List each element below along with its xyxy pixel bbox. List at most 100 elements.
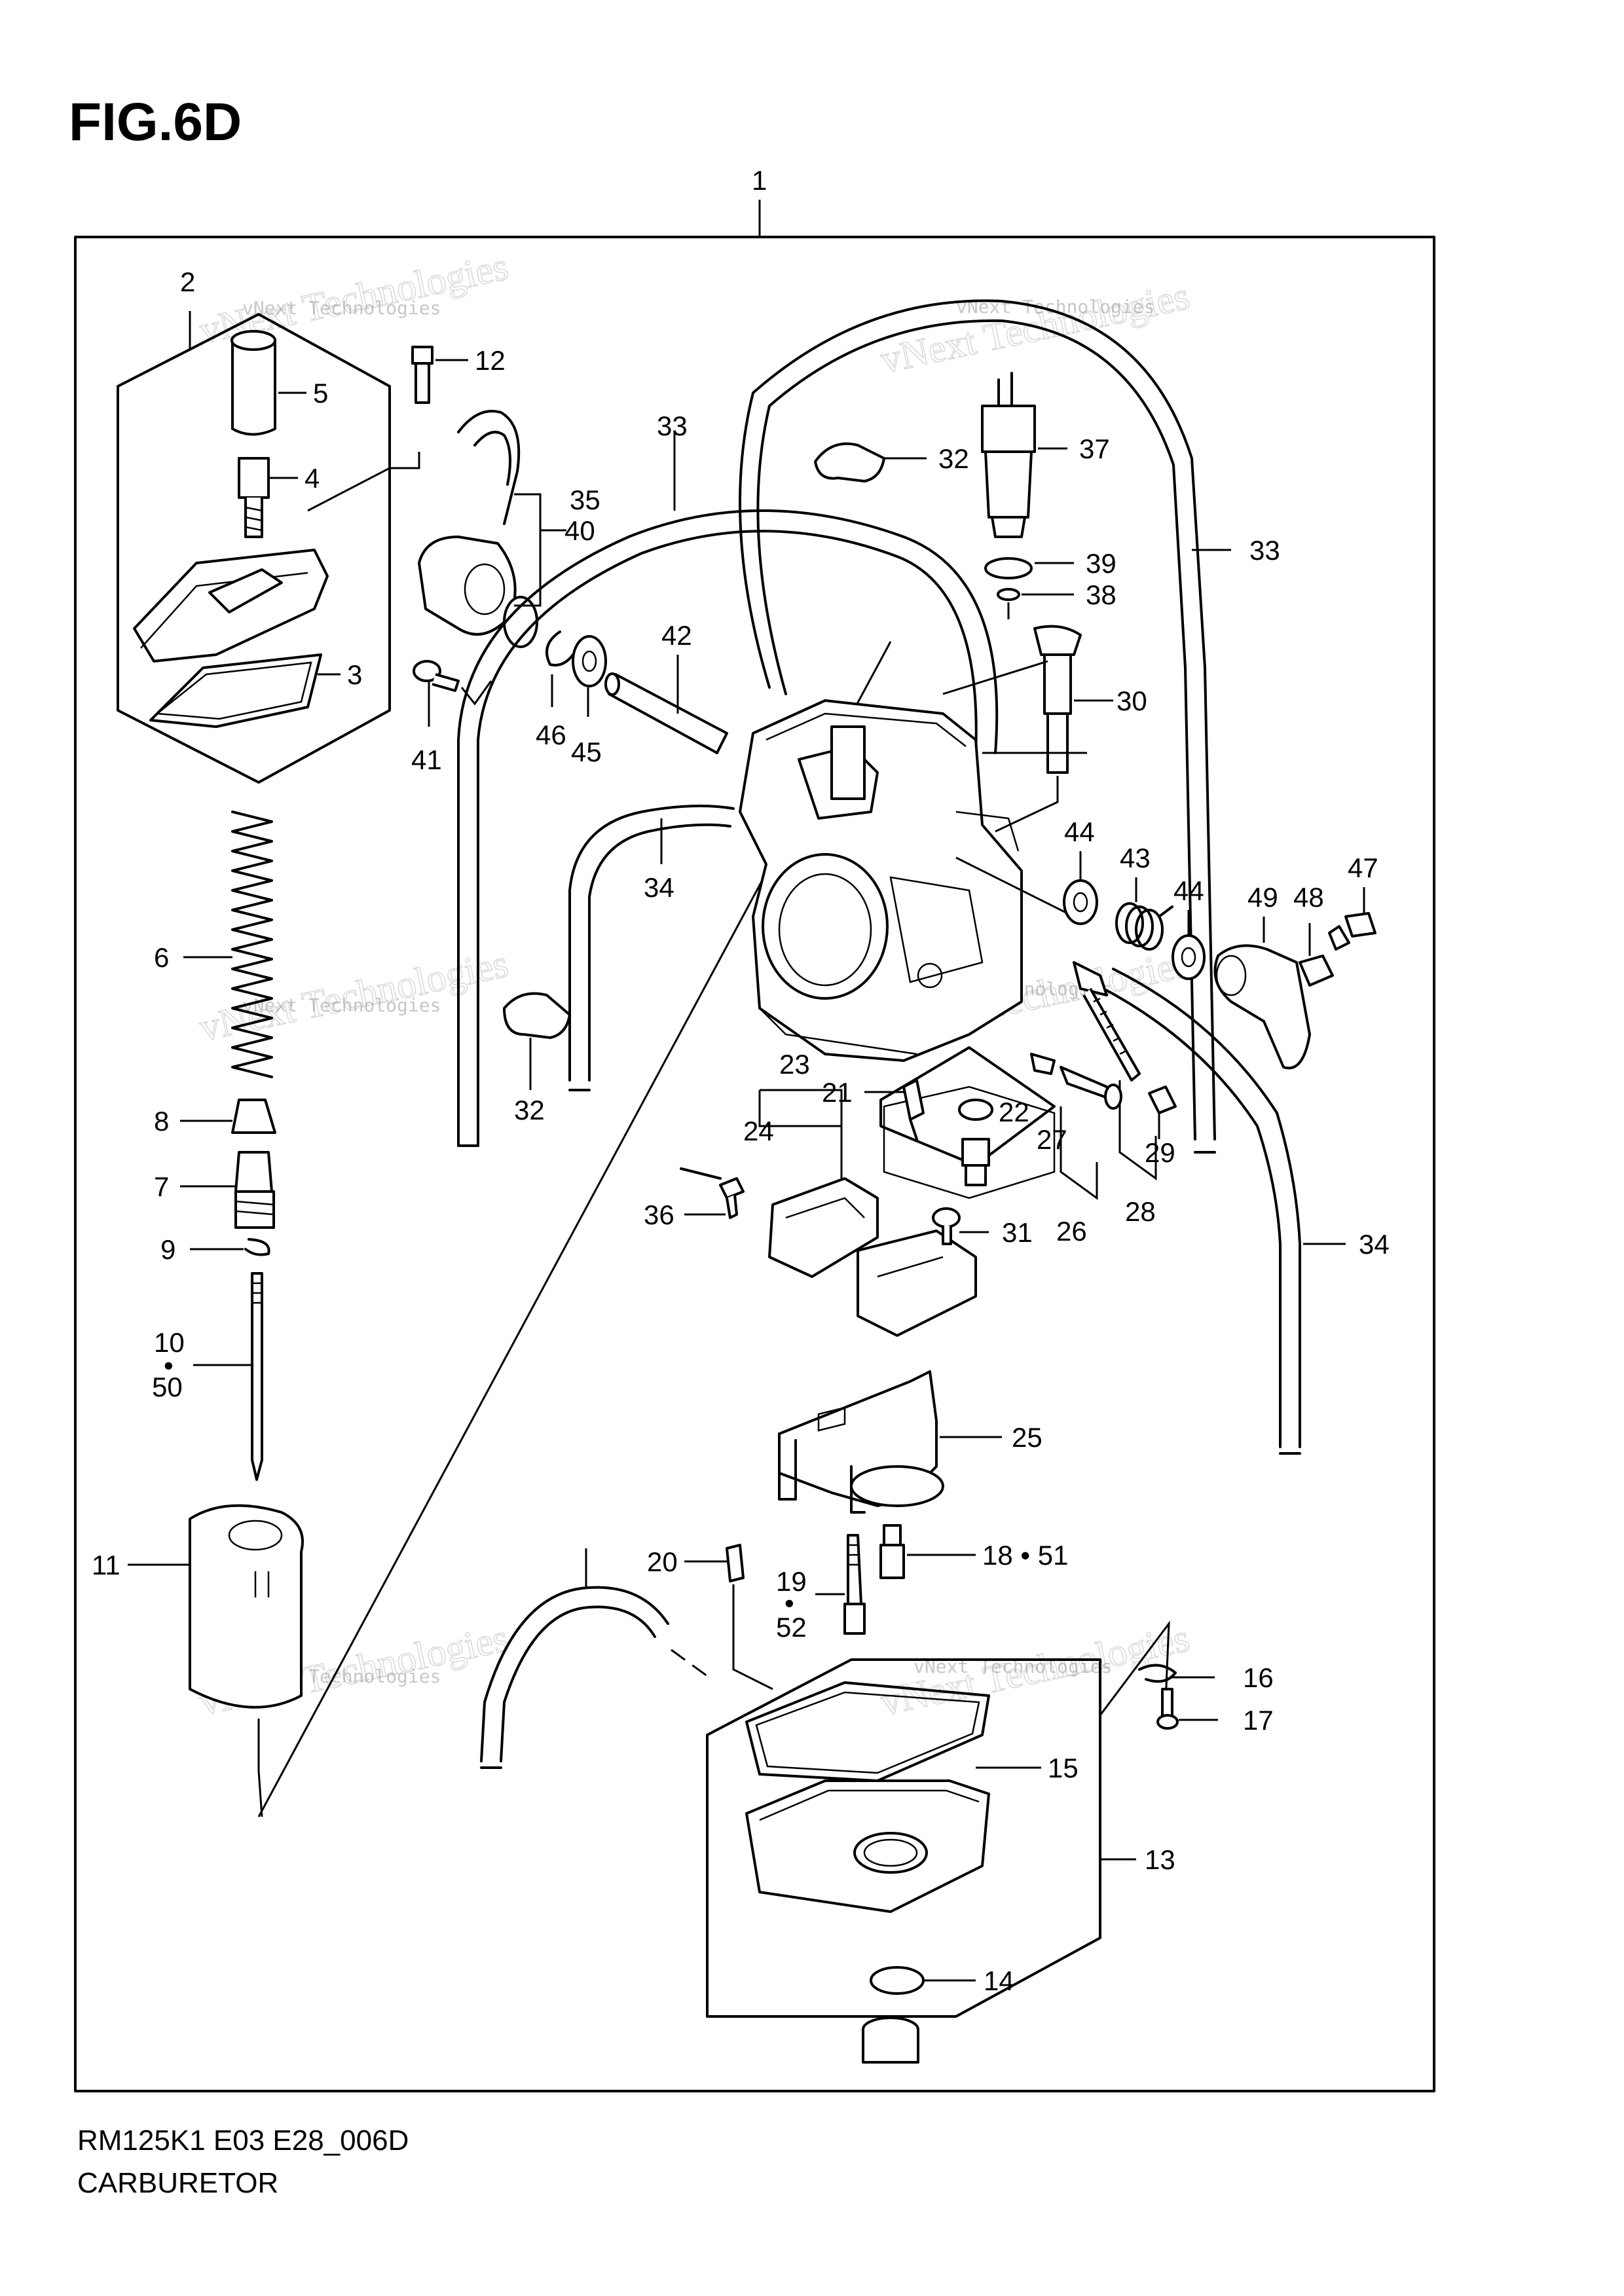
callout-42: 42 — [661, 620, 692, 651]
part-6-throttle-spring — [231, 811, 273, 1078]
callout-28: 28 — [1125, 1196, 1156, 1227]
part-46-circlip — [545, 630, 574, 666]
part-28-air-screw — [1073, 961, 1141, 1082]
leader-line — [955, 856, 1075, 918]
part-19-needle-jet — [843, 1534, 866, 1635]
part-18-main-jet — [879, 1524, 905, 1579]
part-42-throttle-shaft — [604, 672, 728, 754]
callout-17: 17 — [1243, 1705, 1274, 1736]
part-17-screw — [1156, 1688, 1179, 1730]
top-cover-kit-outline — [117, 313, 391, 784]
part-35-drain-hose-inner — [500, 1605, 656, 1762]
part-47-screw — [1328, 912, 1376, 951]
part-33-vent-hose-left-inner — [477, 530, 978, 1147]
callout-33-right: 33 — [1249, 535, 1280, 566]
callout-52: 52 — [776, 1612, 807, 1643]
part-21-valve-seat — [961, 1138, 990, 1186]
callout-48: 48 — [1293, 882, 1324, 913]
part-16-clamp — [1138, 1664, 1177, 1683]
callout-31: 31 — [1002, 1217, 1033, 1248]
part-44-washer-b — [1172, 934, 1206, 980]
part-14-o-ring — [870, 1966, 925, 1995]
callout-16: 16 — [1243, 1662, 1274, 1693]
callout-39: 39 — [1086, 548, 1116, 579]
assembly-frame — [74, 236, 1435, 2092]
leader-line — [732, 1584, 773, 1690]
callout-20: 20 — [647, 1546, 678, 1577]
part-3-top-cover-gasket — [133, 549, 329, 728]
callout-24: 24 — [743, 1116, 774, 1146]
part-32-hose-clamp-lower — [503, 992, 571, 1039]
callout-19-dot: • — [784, 1588, 794, 1618]
watermark-layer: vNext Technologies vNext Technologies vN… — [195, 244, 1193, 1724]
leader-line — [1099, 1620, 1170, 1716]
part-13-float-chamber — [745, 1779, 990, 1913]
part-36-screw — [719, 1177, 745, 1219]
callout-1: 1 — [752, 165, 767, 196]
part-11-throttle-valve — [189, 1504, 304, 1709]
part-33-vent-hose-right-inner — [756, 319, 1196, 1140]
section-name: CARBURETOR — [77, 2167, 279, 2199]
callout-21: 21 — [822, 1077, 853, 1108]
jet-kit-frame — [883, 1085, 1056, 1199]
part-38-washer — [997, 588, 1020, 601]
part-41-screw — [413, 660, 460, 692]
callout-44-a: 44 — [1064, 816, 1095, 847]
callout-38: 38 — [1086, 579, 1116, 610]
callout-9: 9 — [160, 1234, 175, 1265]
watermark-company: vNext Technologies — [242, 297, 441, 319]
part-33-vent-hose-right — [739, 299, 1216, 1140]
leader-line — [758, 1090, 843, 1185]
part-20-screw — [726, 1544, 745, 1582]
part-34-overflow-hose-right — [1112, 968, 1301, 1448]
callout-23: 23 — [779, 1049, 810, 1080]
part-5-cap — [231, 330, 276, 436]
callout-34-right: 34 — [1359, 1229, 1390, 1260]
part-27-throttle-stop-screw — [1030, 1053, 1122, 1110]
leader-line — [995, 776, 1059, 833]
part-44-washer-a — [1063, 879, 1098, 925]
part-45-washer — [572, 635, 607, 687]
part-24-float-pin — [680, 1167, 722, 1180]
part-14-drain-plug — [862, 2016, 919, 2064]
part-31-screw — [932, 1207, 961, 1245]
callout-50: 50 — [152, 1372, 183, 1402]
part-39-o-ring — [984, 557, 1033, 579]
callout-47: 47 — [1348, 852, 1378, 883]
part-30-starter-plunger — [1033, 625, 1082, 774]
callout-33-left: 33 — [657, 410, 688, 441]
callout-35: 35 — [570, 484, 600, 515]
callout-49: 49 — [1247, 882, 1278, 913]
part-21-pilot-jet-kit-outline — [879, 1046, 1056, 1167]
leader-line — [1118, 1080, 1157, 1180]
part-9-e-clip — [244, 1238, 270, 1256]
model-code: RM125K1 E03 E28_006D — [77, 2124, 409, 2157]
callout-44-b: 44 — [1173, 875, 1204, 906]
callout-40: 40 — [564, 515, 595, 546]
leader-line — [514, 493, 542, 607]
callout-2: 2 — [180, 266, 195, 297]
part-33-vent-hose-left — [457, 509, 999, 1147]
leader-line — [1060, 1106, 1098, 1200]
callout-37: 37 — [1079, 433, 1110, 464]
callout-3: 3 — [347, 659, 362, 690]
callout-32-lower: 32 — [514, 1095, 545, 1125]
leader-line — [257, 1719, 263, 1817]
part-40-sensor-assembly — [418, 410, 538, 648]
callout-11: 11 — [92, 1550, 120, 1580]
callout-22: 22 — [999, 1097, 1029, 1127]
callout-12: 12 — [475, 345, 506, 376]
callout-10: 10 — [154, 1327, 185, 1358]
callout-6: 6 — [154, 942, 169, 973]
callout-10-dot: • — [164, 1350, 174, 1381]
part-15-float-chamber-gasket — [745, 1681, 990, 1782]
callout-46: 46 — [536, 720, 566, 750]
callout-32-upper: 32 — [938, 443, 969, 474]
part-22-o-ring — [958, 1099, 993, 1121]
part-43-spring — [1115, 902, 1173, 951]
part-34-overflow-hose-right-inner — [1102, 987, 1282, 1448]
callout-13: 13 — [1145, 1844, 1175, 1875]
callout-5: 5 — [313, 378, 328, 409]
part-29-nut — [1148, 1085, 1177, 1114]
